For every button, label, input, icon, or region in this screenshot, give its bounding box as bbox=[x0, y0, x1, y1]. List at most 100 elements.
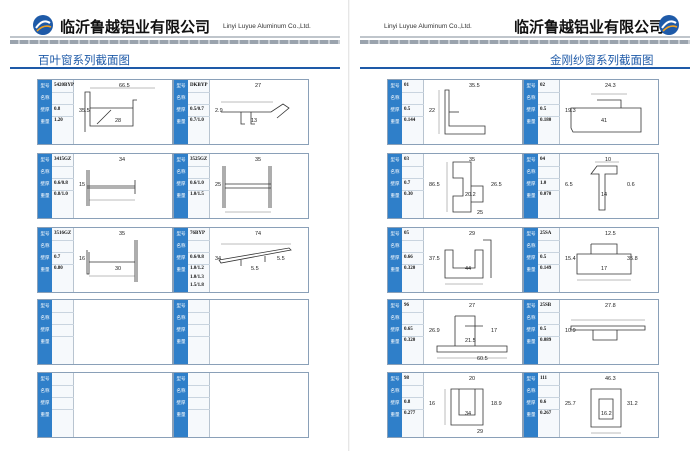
profile-drawing: 3415 bbox=[79, 157, 136, 206]
profile-card: 型号名称壁厚重量 bbox=[173, 299, 309, 365]
wall-thickness: 1.0 bbox=[540, 181, 547, 186]
profile-card: 型号名称壁厚重量 bbox=[37, 372, 173, 438]
row-divider bbox=[538, 385, 560, 386]
row-divider bbox=[538, 240, 560, 241]
dimension-label: 17 bbox=[491, 328, 497, 334]
unit-weight: 0.267 bbox=[540, 411, 552, 416]
row-divider bbox=[52, 104, 74, 105]
row-divider bbox=[52, 409, 74, 410]
company-name-en: Linyi Luyue Aluminum Co.,Ltd. bbox=[223, 23, 311, 30]
row-divider bbox=[538, 92, 560, 93]
dimension-label: 25.7 bbox=[565, 401, 576, 407]
field-label-column: 型号名称壁厚重量 bbox=[388, 228, 402, 292]
field-label: 型号 bbox=[176, 304, 186, 309]
field-label-column: 型号名称壁厚重量 bbox=[524, 300, 538, 364]
field-label: 型号 bbox=[176, 232, 186, 237]
dimension-label: 16 bbox=[79, 256, 85, 262]
field-label: 重量 bbox=[40, 120, 50, 125]
field-label: 重量 bbox=[40, 340, 50, 345]
unit-weight-2: 1.0/1.3 bbox=[190, 275, 204, 280]
row-divider bbox=[52, 397, 74, 398]
field-label: 壁厚 bbox=[390, 182, 400, 187]
field-value-column bbox=[538, 154, 560, 218]
row-divider bbox=[538, 166, 560, 167]
unit-weight: 0.180 bbox=[540, 118, 552, 123]
field-label: 名称 bbox=[176, 96, 186, 101]
field-label: 重量 bbox=[176, 268, 186, 273]
field-label: 壁厚 bbox=[526, 401, 536, 406]
row-divider bbox=[188, 312, 210, 313]
wall-thickness: 0.6/1.0 bbox=[190, 181, 204, 186]
dimension-label: 20 bbox=[469, 376, 475, 382]
field-label: 重量 bbox=[40, 413, 50, 418]
unit-weight: 1.0/1.2 bbox=[190, 266, 204, 271]
row-divider bbox=[188, 385, 210, 386]
field-label: 名称 bbox=[526, 244, 536, 249]
field-value-column bbox=[52, 373, 74, 437]
field-label: 重量 bbox=[176, 194, 186, 199]
header-stripe bbox=[10, 40, 340, 44]
company-name-cn: 临沂鲁越铝业有限公司 bbox=[514, 18, 665, 36]
field-label: 壁厚 bbox=[526, 328, 536, 333]
row-divider bbox=[402, 252, 424, 253]
row-divider bbox=[188, 178, 210, 179]
row-divider bbox=[52, 178, 74, 179]
dimension-label: 16.2 bbox=[601, 411, 612, 417]
row-divider bbox=[52, 264, 74, 265]
field-value-column bbox=[52, 154, 74, 218]
profile-drawing bbox=[211, 375, 307, 435]
dimension-label: 18.9 bbox=[491, 401, 502, 407]
profile-drawing bbox=[75, 375, 171, 435]
dimension-label: 5.5 bbox=[277, 256, 285, 262]
field-label: 重量 bbox=[176, 340, 186, 345]
dimension-label: 19.3 bbox=[565, 108, 576, 114]
row-divider bbox=[538, 264, 560, 265]
dimension-label: 29 bbox=[469, 231, 475, 237]
wall-thickness: 0.65 bbox=[404, 327, 413, 332]
unit-weight: 0.149 bbox=[540, 266, 552, 271]
field-label: 名称 bbox=[526, 389, 536, 394]
field-label: 型号 bbox=[176, 158, 186, 163]
dimension-label: 66.5 bbox=[119, 83, 130, 89]
model-code: 05 bbox=[404, 231, 409, 236]
field-label: 重量 bbox=[390, 268, 400, 273]
field-label: 重量 bbox=[390, 120, 400, 125]
dimension-label: 44 bbox=[465, 266, 471, 272]
dimension-label: 10 bbox=[605, 157, 611, 163]
field-label: 壁厚 bbox=[526, 108, 536, 113]
field-label-column: 型号名称壁厚重量 bbox=[388, 80, 402, 144]
field-label: 型号 bbox=[390, 232, 400, 237]
company-name-en: Linyi Luyue Aluminum Co.,Ltd. bbox=[384, 23, 472, 30]
field-label-column: 型号名称壁厚重量 bbox=[174, 80, 188, 144]
row-divider bbox=[402, 397, 424, 398]
row-divider bbox=[52, 252, 74, 253]
field-label: 重量 bbox=[390, 413, 400, 418]
dimension-label: 35 bbox=[119, 231, 125, 237]
field-label: 名称 bbox=[526, 96, 536, 101]
field-label: 壁厚 bbox=[40, 256, 50, 261]
dimension-label: 15.4 bbox=[565, 256, 576, 262]
wall-thickness: 0.7 bbox=[54, 255, 61, 260]
company-name-cn: 临沂鲁越铝业有限公司 bbox=[60, 18, 211, 36]
profile-drawing: 272.913 bbox=[215, 83, 290, 125]
field-label-column: 型号名称壁厚重量 bbox=[174, 300, 188, 364]
section-rule bbox=[360, 67, 690, 69]
row-divider bbox=[52, 116, 74, 117]
field-label: 重量 bbox=[526, 340, 536, 345]
row-divider bbox=[52, 92, 74, 93]
row-divider bbox=[188, 240, 210, 241]
field-label-column: 型号名称壁厚重量 bbox=[174, 373, 188, 437]
dimension-label: 37.5 bbox=[429, 256, 440, 262]
field-label: 名称 bbox=[390, 316, 400, 321]
unit-weight: 0.320 bbox=[404, 266, 416, 271]
field-label: 型号 bbox=[390, 84, 400, 89]
field-label-column: 型号名称壁厚重量 bbox=[524, 373, 538, 437]
